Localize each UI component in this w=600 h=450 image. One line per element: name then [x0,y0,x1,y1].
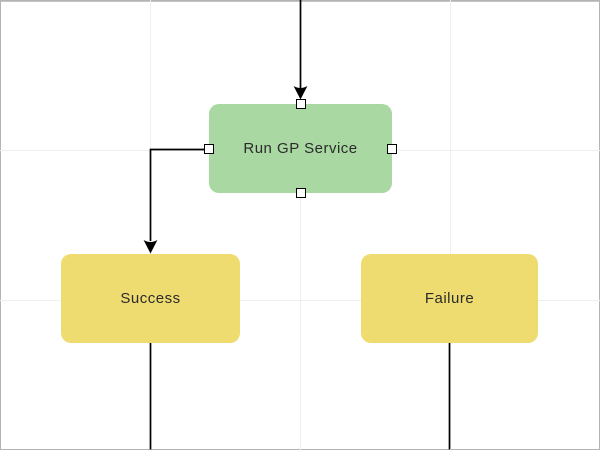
node-failure[interactable]: Failure [361,254,538,343]
connection-handle-bottom[interactable] [295,188,306,198]
gridline-horizontal [0,300,600,301]
gridline-vertical [450,0,451,450]
node-run-gp-service[interactable]: Run GP Service [204,99,397,198]
node-label: Failure [424,290,475,307]
node-success[interactable]: Success [61,254,240,343]
connector-gp-to-success[interactable] [143,148,210,254]
connection-handle-left[interactable] [204,143,214,154]
connection-handle-top[interactable] [295,99,306,109]
gridline-vertical [300,0,301,450]
arrowhead-icon [293,86,308,100]
node-label: Run GP Service [243,140,358,157]
node-label: Success [120,290,181,307]
connection-handle-right[interactable] [387,143,397,154]
connector-incoming-top[interactable] [293,0,308,100]
connector-line[interactable] [149,148,210,242]
arrowhead-icon [143,240,158,254]
